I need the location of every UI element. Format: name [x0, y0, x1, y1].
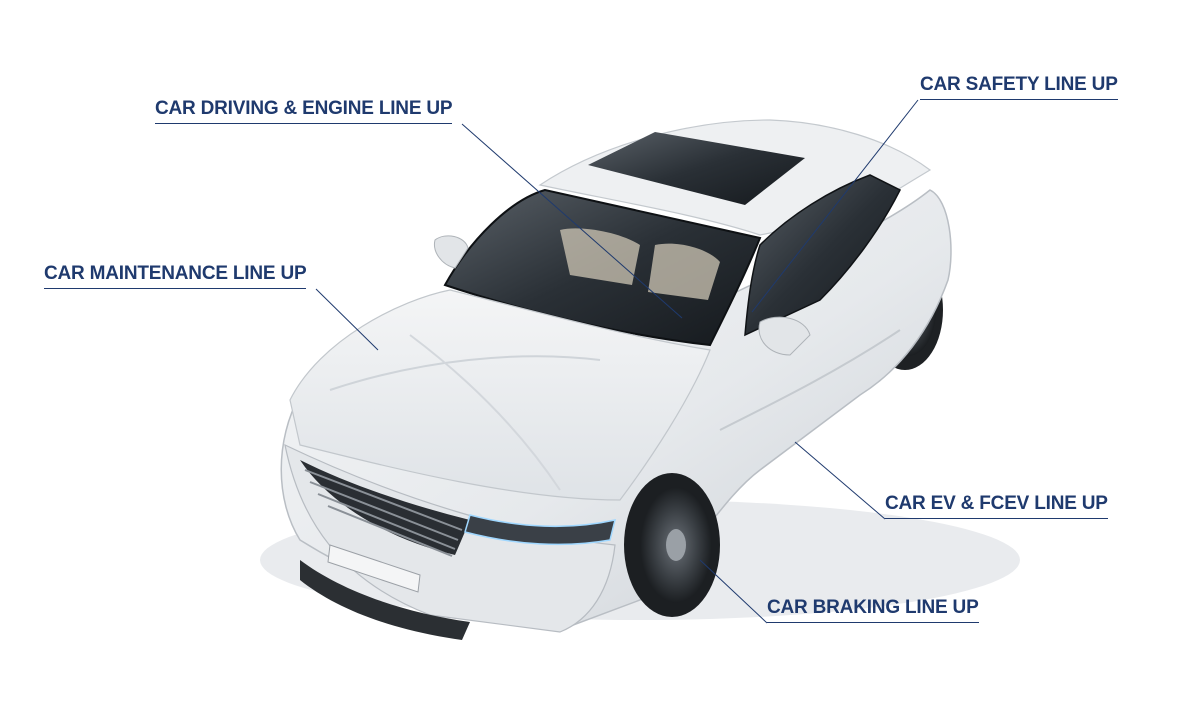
callout-safety-text: CAR SAFETY LINE UP	[920, 74, 1118, 95]
callout-underline	[767, 622, 979, 623]
leader-line-ev	[794, 441, 886, 520]
leader-line-braking	[699, 559, 768, 624]
front-wheel	[624, 473, 720, 617]
callout-braking[interactable]: CAR BRAKING LINE UP	[767, 597, 979, 623]
hood-crease-2	[409, 334, 561, 491]
hood-crease	[329, 355, 601, 391]
sunroof	[588, 132, 805, 205]
side-windows	[744, 174, 902, 337]
callout-underline	[155, 123, 453, 124]
license-plate	[327, 544, 421, 593]
callout-underline	[920, 99, 1118, 100]
leader-line-safety	[751, 99, 919, 313]
callout-maintenance-text: CAR MAINTENANCE LINE UP	[44, 263, 307, 284]
side-character-line	[719, 329, 901, 431]
callout-braking-text: CAR BRAKING LINE UP	[767, 597, 979, 618]
callout-underline	[885, 518, 1108, 519]
headlight	[464, 514, 617, 546]
leader-line-maintenance	[315, 288, 379, 351]
callout-driving-engine-text: CAR DRIVING & ENGINE LINE UP	[155, 98, 453, 119]
leader-line-driving	[461, 123, 683, 319]
lower-intake	[300, 560, 470, 640]
callout-driving-engine[interactable]: CAR DRIVING & ENGINE LINE UP	[155, 98, 453, 124]
grille	[300, 460, 470, 557]
callout-underline	[44, 288, 307, 289]
left-mirror	[433, 235, 469, 269]
hood	[289, 289, 711, 501]
right-mirror	[758, 316, 811, 356]
callout-ev-fcev-text: CAR EV & FCEV LINE UP	[885, 493, 1108, 514]
leader-lines	[315, 99, 919, 624]
callout-safety[interactable]: CAR SAFETY LINE UP	[920, 74, 1118, 100]
callout-maintenance[interactable]: CAR MAINTENANCE LINE UP	[44, 263, 307, 289]
callout-ev-fcev[interactable]: CAR EV & FCEV LINE UP	[885, 493, 1108, 519]
